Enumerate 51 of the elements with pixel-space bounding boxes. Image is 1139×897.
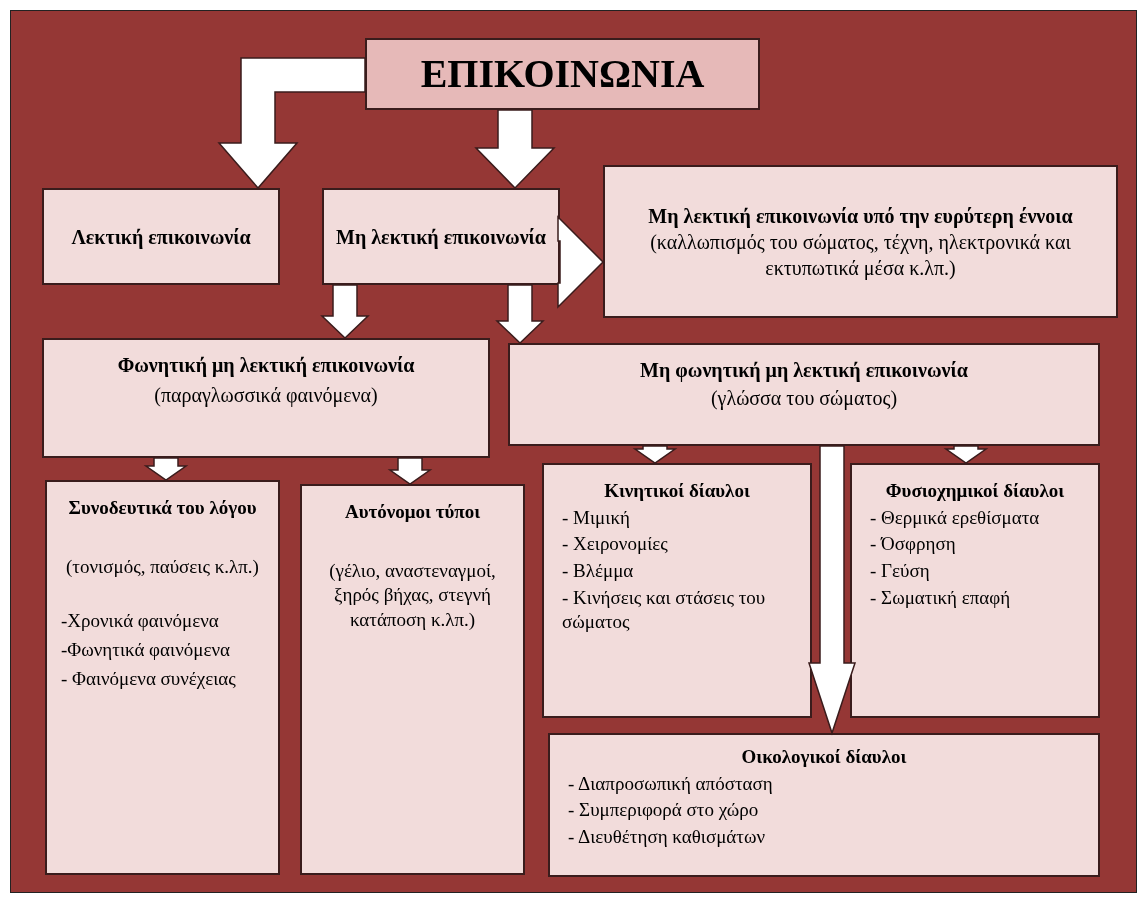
concept-box — [508, 343, 1100, 446]
box-heading: Φωνητική μη λεκτική επικοινωνία — [116, 353, 416, 378]
block-arrow — [495, 284, 545, 345]
box-text: - Διαπροσωπική απόσταση — [568, 771, 774, 796]
box-text: -Φωνητικά φαινόμενα — [61, 638, 231, 663]
title-box — [365, 38, 760, 110]
concept-box — [45, 480, 280, 875]
block-arrow — [632, 445, 678, 464]
box-text: (γλώσσα του σώματος) — [709, 386, 899, 411]
box-heading: Λεκτική επικοινωνία — [70, 224, 252, 250]
box-text: - Θερμικά ερεθίσματα — [870, 505, 1041, 530]
block-arrow — [143, 457, 189, 481]
block-arrow — [807, 445, 857, 736]
block-arrow — [387, 457, 433, 485]
concept-box — [42, 338, 490, 458]
box-text: - Μιμική — [562, 505, 631, 530]
box-text: - Συμπεριφορά στο χώρο — [568, 798, 760, 823]
box-text: - Όσφρηση — [870, 532, 957, 557]
concept-box — [322, 188, 560, 285]
block-arrow — [943, 445, 989, 464]
box-text: - Γεύση — [870, 559, 931, 584]
box-heading: Συνοδευτικά του λόγου — [67, 496, 258, 520]
box-heading: ΕΠΙΚΟΙΝΩΝΙΑ — [419, 50, 706, 98]
concept-box — [42, 188, 280, 285]
box-heading: Κινητικοί δίαυλοι — [603, 479, 751, 503]
block-arrow — [217, 57, 366, 190]
box-text: (γέλιο, αναστεναγμοί, ξηρός βήχας, στεγνή κατάποση κ.λπ.) — [328, 558, 497, 633]
box-heading: Αυτόνομοι τύποι — [343, 500, 482, 524]
box-text: (παραγλωσσικά φαινόμενα) — [153, 383, 379, 408]
block-arrow — [474, 109, 556, 190]
box-heading: Μη φωνητική μη λεκτική επικοινωνία — [639, 358, 969, 383]
box-text: - Φαινόμενα συνέχειας — [61, 666, 237, 691]
box-heading: Μη λεκτική επικοινωνία υπό την ευρύτερη έννοια — [647, 203, 1074, 229]
box-text: - Σωματική επαφή — [870, 585, 1012, 610]
box-text: - Χειρονομίες — [562, 532, 669, 557]
box-text: (τονισμός, παύσεις κ.λπ.) — [65, 554, 260, 579]
block-arrow — [557, 215, 605, 309]
box-text: (καλλωπισμός του σώματος, τέχνη, ηλεκτρονικά και εκτυπωτικά μέσα κ.λπ.) — [649, 229, 1072, 281]
box-text: - Διευθέτηση καθισμάτων — [568, 825, 766, 850]
box-heading: Μη λεκτική επικοινωνία — [335, 224, 547, 250]
concept-box — [542, 463, 812, 718]
box-text: - Βλέμμα — [562, 559, 635, 584]
concept-box — [850, 463, 1100, 718]
box-text: -Χρονικά φαινόμενα — [61, 609, 220, 634]
box-text: - Κινήσεις και στάσεις του σώματος — [562, 585, 767, 635]
box-heading: Φυσιοχημικοί δίαυλοι — [884, 479, 1066, 503]
concept-box — [603, 165, 1118, 318]
concept-box — [300, 484, 525, 875]
box-heading: Οικολογικοί δίαυλοι — [740, 745, 908, 769]
block-arrow — [320, 284, 370, 340]
concept-box — [548, 733, 1100, 877]
